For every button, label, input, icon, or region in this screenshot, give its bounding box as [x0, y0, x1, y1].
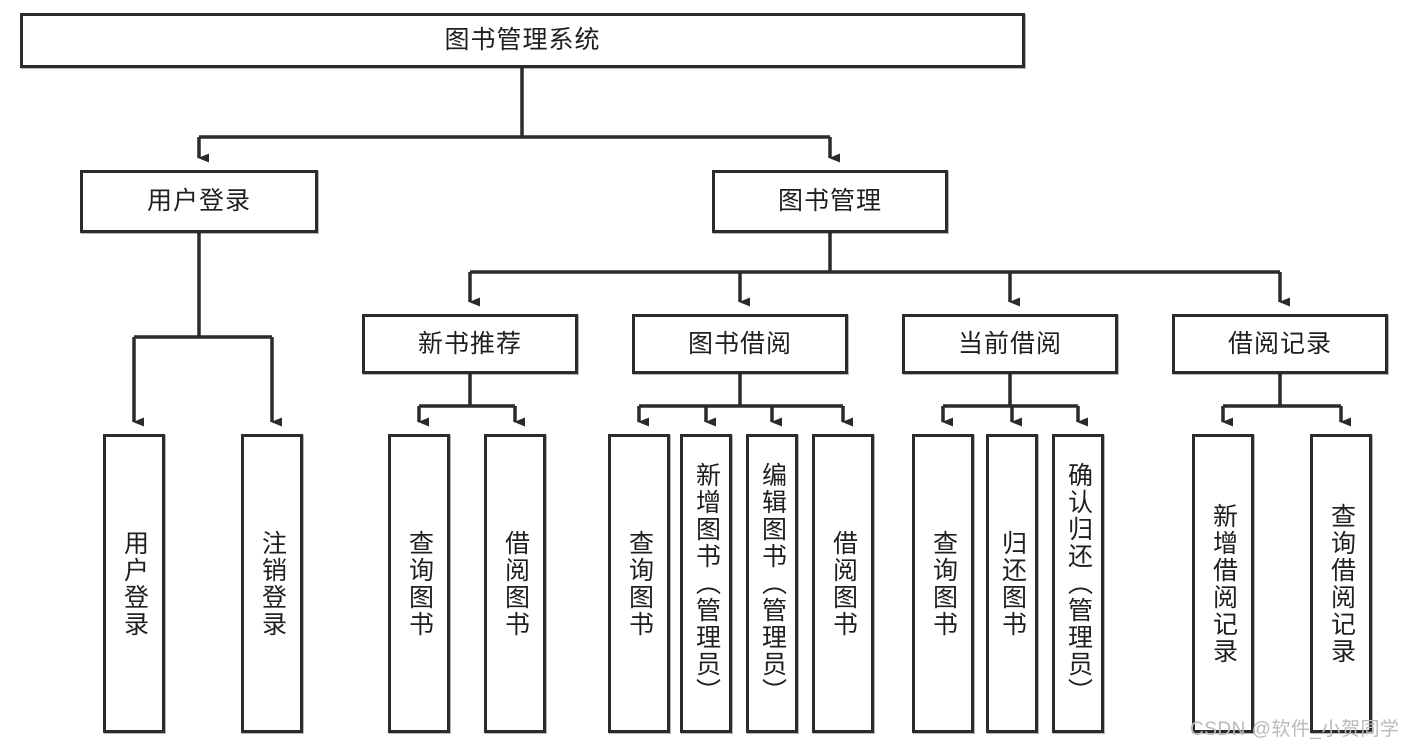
node-leaf-logout[interactable]: 注销登录 [241, 434, 303, 733]
node-borrow-record-label: 借阅记录 [1227, 329, 1332, 358]
node-leaf-borrow-book-2-label: 借阅图书 [829, 529, 858, 638]
node-leaf-borrow-book-2[interactable]: 借阅图书 [812, 434, 874, 733]
node-leaf-query-book-2-label: 查询图书 [625, 529, 654, 638]
node-leaf-confirm-return[interactable]: 确认归还（管理员） [1052, 434, 1104, 733]
node-leaf-confirm-return-label: 确认归还（管理员） [1064, 462, 1093, 705]
node-leaf-add-record-label: 新增借阅记录 [1209, 502, 1238, 665]
node-leaf-query-record-label: 查询借阅记录 [1327, 502, 1356, 665]
node-current-borrow[interactable]: 当前借阅 [902, 314, 1118, 374]
node-user-login[interactable]: 用户登录 [80, 170, 318, 233]
csdn-watermark: CSDN @软件_小贺同学 [1190, 719, 1400, 740]
node-leaf-query-record[interactable]: 查询借阅记录 [1310, 434, 1372, 733]
node-leaf-query-book-3-label: 查询图书 [929, 529, 958, 638]
node-leaf-user-login-label: 用户登录 [120, 529, 149, 638]
node-leaf-borrow-book-1[interactable]: 借阅图书 [484, 434, 546, 733]
node-new-book-recommend[interactable]: 新书推荐 [362, 314, 578, 374]
node-leaf-query-book-3[interactable]: 查询图书 [912, 434, 974, 733]
node-leaf-edit-book-label: 编辑图书（管理员） [758, 462, 787, 705]
node-new-book-recommend-label: 新书推荐 [417, 329, 522, 358]
node-leaf-edit-book[interactable]: 编辑图书（管理员） [746, 434, 798, 733]
node-root[interactable]: 图书管理系统 [20, 13, 1025, 68]
node-book-management-label: 图书管理 [777, 187, 882, 216]
node-leaf-add-record[interactable]: 新增借阅记录 [1192, 434, 1254, 733]
node-leaf-query-book-2[interactable]: 查询图书 [608, 434, 670, 733]
node-leaf-query-book-1[interactable]: 查询图书 [388, 434, 450, 733]
node-leaf-user-login[interactable]: 用户登录 [103, 434, 165, 733]
node-book-borrow[interactable]: 图书借阅 [632, 314, 848, 374]
node-book-management[interactable]: 图书管理 [712, 170, 948, 233]
node-leaf-query-book-1-label: 查询图书 [405, 529, 434, 638]
node-root-label: 图书管理系统 [444, 26, 601, 55]
node-user-login-label: 用户登录 [146, 187, 251, 216]
node-book-borrow-label: 图书借阅 [687, 329, 792, 358]
node-leaf-borrow-book-1-label: 借阅图书 [501, 529, 530, 638]
node-leaf-return-book-label: 归还图书 [998, 529, 1027, 638]
node-borrow-record[interactable]: 借阅记录 [1172, 314, 1388, 374]
node-current-borrow-label: 当前借阅 [957, 329, 1062, 358]
node-leaf-logout-label: 注销登录 [258, 529, 287, 638]
node-leaf-add-book[interactable]: 新增图书（管理员） [680, 434, 732, 733]
node-leaf-add-book-label: 新增图书（管理员） [692, 462, 721, 705]
node-leaf-return-book[interactable]: 归还图书 [986, 434, 1038, 733]
